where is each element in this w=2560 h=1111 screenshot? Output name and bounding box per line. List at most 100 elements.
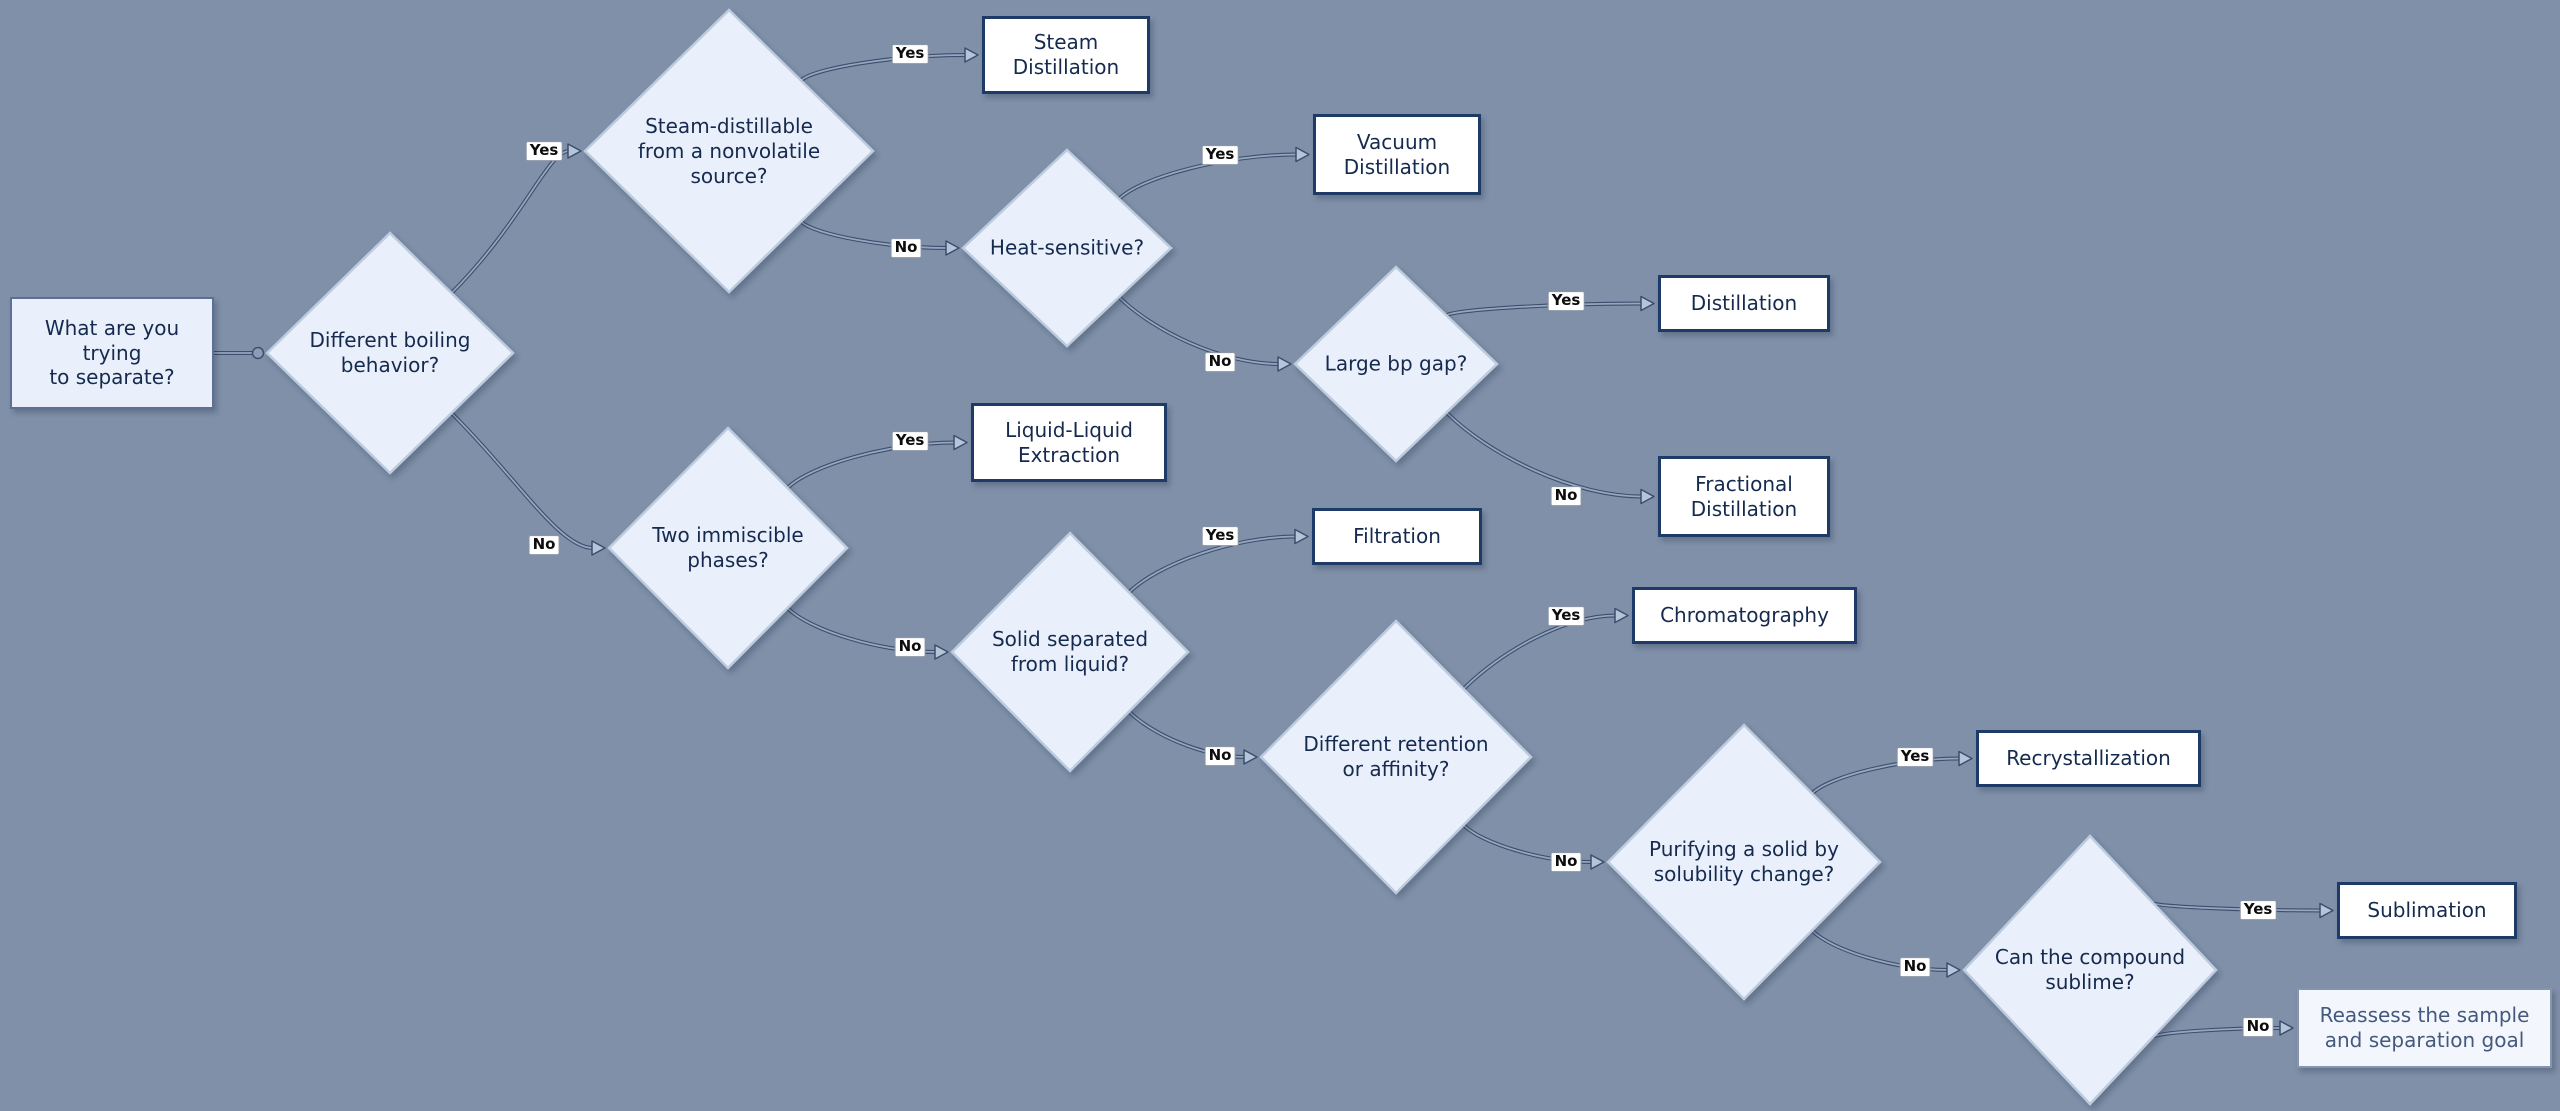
node-label-line: Vacuum [1356, 129, 1438, 154]
node-label-line: Extraction [1017, 442, 1121, 467]
node-label-line: Distillation [1690, 496, 1798, 521]
edge-label-yes-d-boiling: Yes [525, 141, 563, 161]
edge-d-boiling-to-d-two-immiscible-core [450, 412, 594, 549]
edge-d-can-sublime-to-r-sublimation-core [2152, 902, 2322, 912]
decision-label-line: Steam-distillable [645, 113, 813, 138]
edge-d-can-sublime-to-r-reassess-arrowhead-icon [2279, 1020, 2294, 1036]
decision-label-line: Different retention [1303, 732, 1489, 757]
edge-d-solid-separated-to-r-filtration-arrowhead-icon [1294, 528, 1309, 545]
node-label-line: Sublimation [2367, 898, 2487, 923]
node-r-recrystallization: Recrystallization [1976, 730, 2201, 787]
node-label-line: Filtration [1353, 524, 1441, 549]
decision-shape-d-heat-sensitive [961, 148, 1173, 348]
decision-shape-d-retention-affinity [1259, 619, 1533, 895]
decision-label-line: Purifying a solid by [1649, 837, 1839, 862]
node-label-line: What are you [44, 315, 180, 340]
edge-label-yes-d-can-sublime: Yes [2239, 900, 2277, 920]
decision-shape-d-large-bp-gap [1293, 265, 1499, 463]
edge-d-boiling-to-d-steam-distillable-arrowhead-icon [567, 143, 582, 159]
edge-d-heat-sensitive-to-r-vacuum-distillation-core [1118, 153, 1298, 200]
edge-label-no-d-steam-distillable: No [890, 238, 922, 258]
edge-d-steam-distillable-to-d-heat-sensitive-outline [799, 219, 948, 250]
node-label-line: Distillation [1012, 55, 1120, 79]
node-r-distillation: Distillation [1658, 275, 1830, 332]
edge-label-yes-d-heat-sensitive: Yes [1201, 145, 1239, 165]
edge-d-large-bp-gap-to-r-fractional-distillation-core [1445, 411, 1643, 498]
decision-label-line: phases? [687, 548, 769, 572]
node-r-filtration: Filtration [1312, 508, 1482, 565]
edge-d-steam-distillable-to-r-steam-distillation-arrowhead-icon [964, 47, 979, 63]
decision-shape-d-purify-solubility [1606, 723, 1882, 1001]
decision-shape-d-solid-separated [950, 531, 1190, 773]
node-label-line: to separate? [49, 365, 175, 390]
decision-label-line: Solid separated [991, 627, 1149, 652]
edge-label-yes-d-retention-affinity: Yes [1547, 606, 1585, 626]
edge-d-solid-separated-to-r-filtration-core [1128, 535, 1297, 594]
decision-shape-d-can-sublime [1962, 834, 2218, 1106]
decision-label-line: Different boiling [309, 328, 471, 353]
edge-d-steam-distillable-to-r-steam-distillation-core [800, 54, 967, 82]
edge-d-two-immiscible-to-r-liquid-liquid-extraction-core [786, 441, 956, 489]
decision-label-line: solubility change? [1653, 862, 1835, 886]
node-label-line: Fractional [1695, 471, 1793, 496]
decision-label-line: Two immiscible [652, 523, 804, 548]
edge-label-no-d-can-sublime: No [2242, 1017, 2274, 1037]
decision-label-line: Heat-sensitive? [989, 235, 1145, 260]
edge-d-can-sublime-to-r-sublimation-arrowhead-icon [2319, 902, 2334, 919]
node-label-line: Steam [1033, 30, 1099, 55]
edge-d-large-bp-gap-to-r-distillation-core [1445, 302, 1643, 317]
edge-label-no-d-boiling: No [528, 535, 560, 555]
edge-d-purify-solubility-to-r-recrystallization-core [1811, 757, 1961, 795]
edge-d-steam-distillable-to-d-heat-sensitive-core [800, 220, 948, 249]
decision-label-line: Can the compound [1994, 945, 2186, 970]
edge-d-retention-affinity-to-d-purify-solubility-arrowhead-icon [1590, 854, 1605, 870]
node-label-line: and separation goal [2324, 1028, 2525, 1052]
edge-d-large-bp-gap-to-r-distillation-arrowhead-icon [1640, 295, 1655, 312]
edge-d-retention-affinity-to-r-chromatography-outline [1462, 613, 1617, 691]
edge-label-no-d-large-bp-gap: No [1550, 486, 1582, 506]
edge-d-two-immiscible-to-r-liquid-liquid-extraction-arrowhead-icon [953, 434, 968, 451]
decision-label-d-heat-sensitive: Heat-sensitive? [990, 236, 1144, 261]
node-label-line: Distillation [1690, 291, 1798, 316]
edge-label-yes-d-steam-distillable: Yes [891, 44, 929, 64]
edge-label-no-d-retention-affinity: No [1550, 852, 1582, 872]
edge-d-boiling-to-d-two-immiscible-outline [450, 411, 594, 550]
edge-d-heat-sensitive-to-d-large-bp-gap-core [1118, 296, 1280, 365]
decision-label-line: or affinity? [1342, 757, 1450, 781]
node-label-line: trying [82, 340, 142, 365]
edge-label-no-d-heat-sensitive: No [1204, 352, 1236, 372]
decision-label-line: from a nonvolatile [637, 138, 821, 163]
edge-d-large-bp-gap-to-r-fractional-distillation-outline [1445, 411, 1643, 499]
edge-label-no-d-purify-solubility: No [1899, 957, 1931, 977]
decision-label-line: sublime? [2045, 970, 2135, 994]
edge-d-steam-distillable-to-r-steam-distillation-outline [799, 53, 967, 83]
edge-label-yes-d-purify-solubility: Yes [1896, 747, 1934, 767]
node-label-line: Distillation [1343, 154, 1451, 179]
node-label-line: Recrystallization [2006, 746, 2171, 771]
edge-label-no-d-solid-separated: No [1204, 746, 1236, 766]
edge-label-yes-d-solid-separated: Yes [1201, 526, 1239, 546]
edge-start-to-d-boiling-circle-end [251, 346, 265, 360]
decision-shape-d-steam-distillable [583, 8, 875, 294]
node-r-chromatography: Chromatography [1632, 587, 1857, 644]
node-label-line: Chromatography [1660, 603, 1829, 628]
edge-d-steam-distillable-to-d-heat-sensitive-arrowhead-icon [945, 240, 960, 256]
decision-shape-d-two-immiscible [607, 426, 849, 670]
node-label-line: Reassess the sample [2319, 1003, 2530, 1028]
edge-label-yes-d-large-bp-gap: Yes [1547, 291, 1585, 311]
decision-label-d-large-bp-gap: Large bp gap? [1325, 352, 1468, 377]
edge-d-purify-solubility-to-r-recrystallization-arrowhead-icon [1958, 750, 1973, 767]
